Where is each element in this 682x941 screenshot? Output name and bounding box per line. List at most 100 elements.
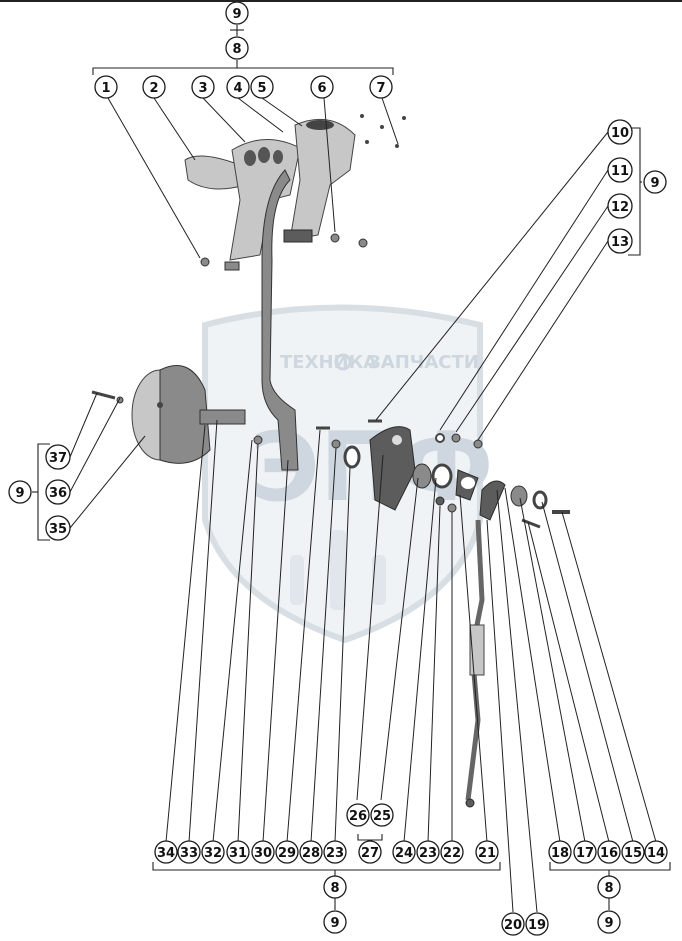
callout-37: 37 [45,444,71,470]
watermark-gear-icon [334,353,352,371]
svg-text:27: 27 [361,846,379,861]
callout-23a: 23 [323,840,347,864]
callout-33: 33 [177,840,201,864]
callout-29: 29 [275,840,299,864]
callout-12: 12 [607,193,633,219]
callout-11: 11 [607,157,633,183]
svg-text:10: 10 [611,126,629,141]
watermark-line1: ТЕХНИКА [280,352,377,373]
svg-text:33: 33 [180,846,198,861]
svg-text:1: 1 [101,81,110,96]
svg-text:23: 23 [419,846,437,861]
svg-text:18: 18 [551,846,569,861]
svg-text:11: 11 [611,164,629,179]
svg-text:24: 24 [395,846,413,861]
callout-8-top: 8 [225,36,249,60]
callout-25: 25 [370,803,394,827]
callout-35: 35 [45,515,71,541]
svg-text:25: 25 [373,809,391,824]
svg-text:29: 29 [278,846,296,861]
callout-27: 27 [358,840,382,864]
svg-text:9: 9 [650,176,659,191]
part-37-bolt [91,390,116,400]
part-5-housing [289,118,356,241]
part-30-lever [261,169,299,471]
callout-30: 30 [251,840,275,864]
svg-text:6: 6 [317,81,326,96]
callout-5: 5 [250,75,274,99]
svg-text:9: 9 [330,916,339,931]
part-19-lever [479,480,506,521]
svg-text:9: 9 [232,7,241,22]
callout-16: 16 [597,840,621,864]
callout-17: 17 [573,840,597,864]
callout-9-bottom-left: 9 [323,910,347,934]
callout-36: 36 [45,479,71,505]
callout-9-top: 9 [225,1,249,25]
callout-28: 28 [299,840,323,864]
callout-15: 15 [621,840,645,864]
svg-text:9: 9 [15,486,24,501]
callout-34: 34 [154,840,178,864]
callout-20: 20 [501,912,525,936]
svg-text:20: 20 [504,918,522,933]
svg-text:21: 21 [478,846,496,861]
svg-text:35: 35 [49,522,67,537]
svg-text:36: 36 [49,486,67,501]
svg-text:8: 8 [232,42,241,57]
svg-text:22: 22 [443,846,461,861]
svg-text:9: 9 [604,916,613,931]
callout-19: 19 [525,912,549,936]
callout-24: 24 [392,840,416,864]
callout-9-left: 9 [8,480,32,504]
callout-4: 4 [226,75,250,99]
svg-text:8: 8 [330,881,339,896]
svg-text:12: 12 [611,200,629,215]
callouts: 9 8 1 2 3 4 5 6 7 10 11 12 13 9 37 36 35… [8,1,668,936]
callout-22: 22 [440,840,464,864]
svg-text:7: 7 [376,81,385,96]
callout-31: 31 [226,840,250,864]
svg-text:13: 13 [611,235,629,250]
part-26-bracket [369,426,416,511]
svg-text:8: 8 [604,881,613,896]
svg-text:37: 37 [49,451,67,466]
svg-text:23: 23 [326,846,344,861]
callout-23b: 23 [416,840,440,864]
svg-text:26: 26 [349,809,367,824]
callout-7: 7 [369,75,393,99]
callout-8-bottom-right: 8 [597,875,621,899]
callout-21: 21 [475,840,499,864]
svg-text:14: 14 [647,846,665,861]
svg-text:32: 32 [204,846,222,861]
svg-text:15: 15 [624,846,642,861]
part-24-bushing [412,463,432,489]
svg-text:2: 2 [149,81,158,96]
svg-text:31: 31 [229,846,247,861]
callout-8-bottom-left: 8 [323,875,347,899]
part-3-housing [229,139,301,261]
callout-3: 3 [191,75,215,99]
callout-10: 10 [607,119,633,145]
svg-text:34: 34 [157,846,175,861]
brackets [32,25,671,910]
part-35-boot [131,365,246,464]
handle-assembly [184,114,406,271]
svg-text:5: 5 [257,81,266,96]
callout-9-bottom-right: 9 [597,910,621,934]
leader-lines [69,97,657,913]
callout-1: 1 [94,75,118,99]
watermark-line2: ЗАПЧАСТИ [368,352,479,373]
svg-text:28: 28 [302,846,320,861]
svg-text:30: 30 [254,846,272,861]
callout-32: 32 [201,840,225,864]
watermark-wheat-icon [290,530,386,610]
svg-text:19: 19 [528,918,546,933]
callout-14: 14 [644,840,668,864]
callout-6: 6 [310,75,334,99]
svg-text:3: 3 [198,81,207,96]
callout-26: 26 [346,803,370,827]
mechanism-assembly [253,419,570,529]
